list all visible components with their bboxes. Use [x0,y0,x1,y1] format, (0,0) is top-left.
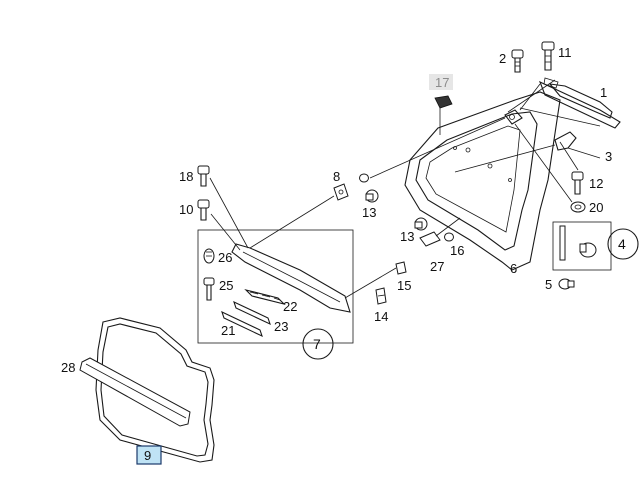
callout-23: 23 [274,319,288,334]
washer-20 [570,201,586,213]
callout-11: 11 [558,45,572,60]
hinge-fitting [504,109,523,125]
bolt-18 [197,165,210,187]
screw-26 [203,248,215,264]
callout-28: 28 [61,360,75,375]
clip-17 [434,95,453,109]
callout-1: 1 [600,85,607,100]
spoiler-strip [231,243,351,313]
callout-21: 21 [221,323,235,338]
callout-16: 16 [450,243,464,258]
callout-7: 7 [313,336,321,352]
callout-6: 6 [510,261,517,276]
detail-box-4 [552,221,639,271]
clip-15 [395,261,407,275]
clip-8 [333,183,349,201]
callout-26: 26 [218,250,232,265]
callout-22: 22 [283,299,297,314]
callout-25: 25 [219,278,233,293]
moulding-21 [221,310,263,338]
callout-12: 12 [589,176,603,191]
screw-25 [203,277,215,301]
handle-27 [419,217,461,247]
lamp-5 [558,278,575,290]
hinge-bar [507,77,621,129]
moulding-23 [233,300,271,326]
callout-14: 14 [374,309,388,324]
callout-5: 5 [545,277,552,292]
bolt-10 [197,199,210,221]
grommet-16 [444,232,454,242]
callout-9: 9 [144,448,151,463]
callout-13-lower: 13 [400,229,414,244]
callout-27: 27 [430,259,444,274]
bumper-13-upper [365,189,379,203]
callout-10: 10 [179,202,193,217]
bolt-12 [571,171,584,195]
tailgate-frame [404,91,561,271]
callout-9-box[interactable] [136,445,162,465]
leader-lines [209,83,579,299]
callout-15: 15 [397,278,411,293]
callout-4: 4 [618,236,626,252]
clip-14 [375,287,387,305]
callout-3: 3 [605,149,612,164]
bolt-11 [541,41,555,71]
callout-2: 2 [499,51,506,66]
detail-box-7 [197,229,354,360]
callout-17-bg [429,74,453,90]
trim-strip-28 [79,357,191,427]
emblem-22 [244,288,286,306]
callout-8: 8 [333,169,340,184]
grommet-upper [359,173,369,183]
callout-18: 18 [179,169,193,184]
bolt-2 [511,49,524,73]
bracket [454,131,601,173]
weatherstrip-9 [95,317,215,463]
callout-20: 20 [589,200,603,215]
callout-17: 17 [435,75,449,90]
bumper-13-lower [414,217,428,231]
callout-13-upper: 13 [362,205,376,220]
